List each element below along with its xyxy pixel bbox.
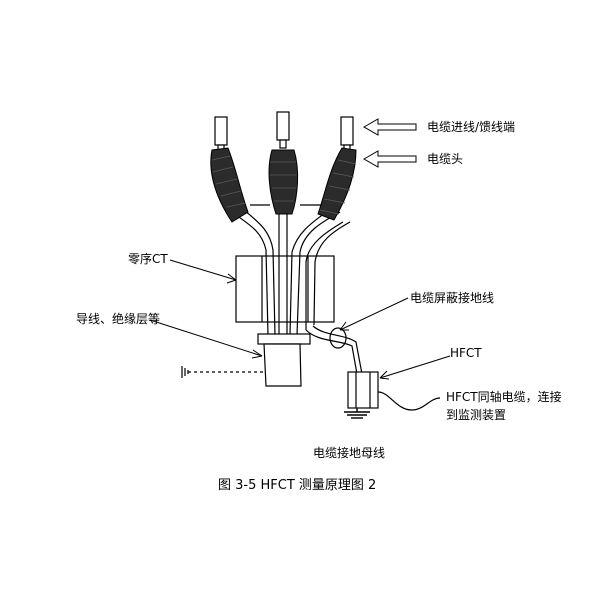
terminal-center-neck [279,139,287,149]
arrow-cable-head [362,150,417,168]
cable-head-center [268,149,299,215]
terminal-right [340,116,354,146]
label-conductor: 导线、绝缘层等 [76,312,161,326]
cable-conductors [235,204,351,336]
terminal-center [276,111,290,141]
label-hfct-coax-2: 到监测装置 [446,408,507,422]
cable-terminals [214,111,354,154]
ground-bus-icon [344,408,370,419]
cable-head-right [317,147,357,221]
conductor-bundle [263,343,302,387]
hfct-sensor [347,371,379,409]
hfct-coax-cable [377,391,441,411]
cable-head-left [210,147,249,223]
label-zero-seq-ct: 零序CT [128,252,168,266]
zero-sequence-ct [235,255,335,323]
cable-clamp [257,333,311,345]
shield-wire-ring [329,327,347,349]
label-shield-ground: 电缆屏蔽接地线 [410,291,495,305]
cable-heads [210,147,357,223]
label-cable-head: 电缆头 [427,152,464,166]
label-hfct: HFCT [450,346,482,360]
label-ground-bus: 电缆接地母线 [313,446,386,460]
terminal-left [214,116,228,146]
pointer-arrows [149,118,451,380]
shield-ground-wire [305,325,363,375]
label-hfct-coax-1: HFCT同轴电缆，连接 [446,390,562,404]
arrow-terminal [362,118,417,136]
label-terminal: 电缆进线/馈线端 [427,120,516,134]
left-ground-icon [181,366,265,378]
figure-caption: 图 3-5 HFCT 测量原理图 2 [218,478,377,493]
